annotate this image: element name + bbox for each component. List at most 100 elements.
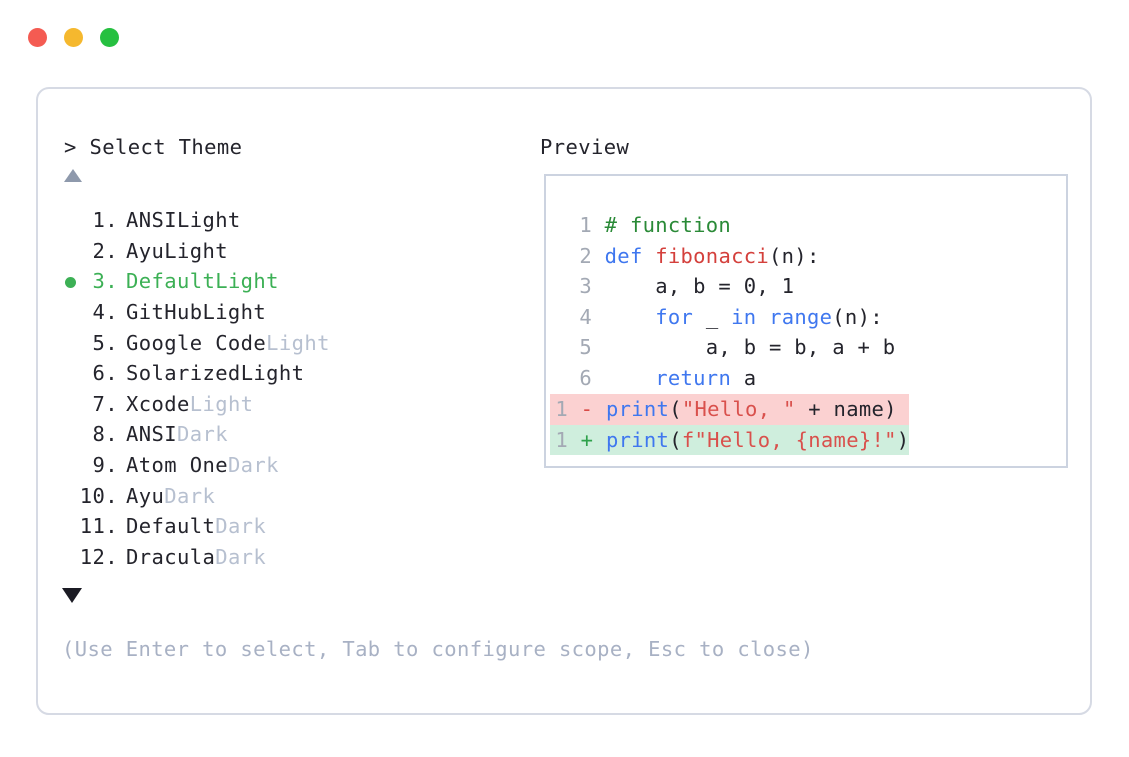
- maximize-icon[interactable]: [100, 28, 119, 47]
- minimize-icon[interactable]: [64, 28, 83, 47]
- code-token: [605, 366, 656, 390]
- code-token: (: [669, 427, 682, 452]
- theme-list-item[interactable]: 6.Solarized Light: [64, 358, 524, 389]
- theme-item-variant: Light: [176, 208, 241, 233]
- code-token: "Hello, ": [681, 397, 796, 421]
- theme-item-name: Default: [126, 269, 216, 294]
- theme-item-name: Default: [126, 514, 216, 539]
- line-number: 1: [579, 213, 592, 237]
- diff-line-del: 1 - print("Hello, " + name): [550, 394, 910, 425]
- theme-list-item[interactable]: 7.Xcode Light: [64, 389, 524, 420]
- line-number: 3: [579, 274, 592, 299]
- code-line: 5 a, b = b, a + b: [576, 332, 895, 363]
- code-token: ): [896, 427, 910, 452]
- theme-item-index: 1.: [92, 208, 118, 233]
- theme-item-variant: Light: [202, 300, 267, 325]
- selected-bullet-icon: [65, 277, 76, 289]
- theme-item-variant: Dark: [164, 483, 216, 508]
- theme-item-name: Atom One: [126, 453, 228, 478]
- line-number: 1: [555, 397, 568, 421]
- code-line: 6 return a: [576, 363, 895, 394]
- code-token: print: [605, 427, 670, 452]
- close-icon[interactable]: [28, 28, 47, 47]
- theme-item-index: 4.: [92, 300, 118, 325]
- theme-list-item[interactable]: 11. Default Dark: [64, 511, 524, 542]
- theme-item-name: ANSI: [126, 208, 177, 233]
- theme-list-item[interactable]: 8. ANSI Dark: [64, 419, 524, 450]
- theme-item-name: Ayu: [126, 483, 165, 508]
- code-token: in: [731, 304, 757, 329]
- line-number: 1: [555, 427, 568, 452]
- keyboard-hint: (Use Enter to select, Tab to configure s…: [62, 637, 814, 661]
- code-token: (n):: [832, 304, 883, 329]
- theme-list-item[interactable]: 5. Google Code Light: [64, 327, 524, 358]
- diff-marker: -: [580, 397, 594, 421]
- code-token: (n):: [769, 243, 820, 268]
- theme-item-index: 6.: [92, 361, 118, 386]
- theme-item-index: 11.: [79, 514, 118, 539]
- theme-item-variant: Dark: [176, 422, 228, 447]
- theme-list-item[interactable]: 3. Default Light: [64, 266, 524, 297]
- theme-item-name: ANSI: [126, 422, 177, 447]
- theme-list-item[interactable]: 2. Ayu Light: [64, 236, 524, 267]
- theme-item-variant: Light: [266, 330, 330, 355]
- code-token: def: [604, 243, 656, 268]
- page-title: > Select Theme: [64, 135, 243, 159]
- theme-item-variant: Dark: [215, 514, 267, 539]
- theme-item-variant: Dark: [215, 544, 267, 569]
- window-titlebar: [28, 28, 119, 47]
- theme-item-index: 9.: [92, 453, 118, 478]
- code-line: 1 # function: [576, 210, 895, 241]
- line-number: 6: [579, 365, 592, 390]
- code-line: 3 a, b = 0, 1: [576, 271, 895, 302]
- theme-item-name: GitHub: [126, 300, 203, 325]
- code-token: + name): [795, 397, 897, 421]
- theme-list-item[interactable]: 12. Dracula Dark: [64, 542, 524, 573]
- theme-item-name: Google Code: [126, 330, 267, 355]
- code-token: # function: [604, 213, 732, 237]
- code-token: for: [655, 304, 694, 329]
- theme-item-index: 3.: [92, 269, 118, 294]
- theme-item-index: 12.: [79, 544, 118, 569]
- code-token: f"Hello, {name}!": [681, 427, 897, 452]
- code-token: fibonacci: [655, 243, 770, 268]
- scroll-down-icon[interactable]: [62, 588, 82, 603]
- theme-item-name: Dracula: [126, 544, 216, 569]
- code-token: print: [605, 397, 670, 421]
- code-line: 4 for _ in range(n):: [576, 302, 895, 333]
- code-token: (: [669, 397, 682, 421]
- code-token: return: [655, 365, 732, 390]
- code-token: [756, 305, 769, 329]
- code-token: 0: [743, 274, 757, 299]
- theme-list-item[interactable]: 4. GitHub Light: [64, 297, 524, 328]
- code-token: range: [769, 304, 833, 329]
- theme-item-index: 10.: [79, 483, 118, 508]
- theme-item-variant: Light: [189, 391, 254, 416]
- theme-item-index: 2.: [92, 238, 118, 263]
- code-token: a: [731, 365, 757, 390]
- theme-item-name: Ayu: [126, 238, 165, 263]
- theme-list-item[interactable]: 1. ANSI Light: [64, 205, 524, 236]
- theme-item-index: 8.: [92, 422, 118, 447]
- line-number: 4: [579, 304, 592, 329]
- diff-preview: 1 - print("Hello, " + name)1 + print(f"H…: [550, 394, 910, 456]
- code-token: _: [693, 304, 732, 329]
- scroll-up-icon[interactable]: [64, 169, 82, 182]
- theme-list-item[interactable]: 10. Ayu Dark: [64, 480, 524, 511]
- theme-item-variant: Light: [164, 238, 228, 263]
- theme-item-name: Solarized: [126, 361, 241, 386]
- theme-item-index: 5.: [92, 330, 118, 355]
- code-token: [605, 305, 656, 329]
- code-line: 2 def fibonacci(n):: [576, 241, 895, 272]
- line-number: 5: [579, 335, 592, 360]
- code-token: ,: [756, 274, 782, 299]
- theme-item-variant: Dark: [227, 453, 279, 478]
- theme-list-item[interactable]: 9. Atom One Dark: [64, 450, 524, 481]
- preview-label: Preview: [540, 135, 630, 159]
- theme-item-variant: Light: [215, 269, 279, 294]
- diff-line-add: 1 + print(f"Hello, {name}!"): [550, 424, 910, 456]
- theme-item-index: 7.: [92, 391, 118, 416]
